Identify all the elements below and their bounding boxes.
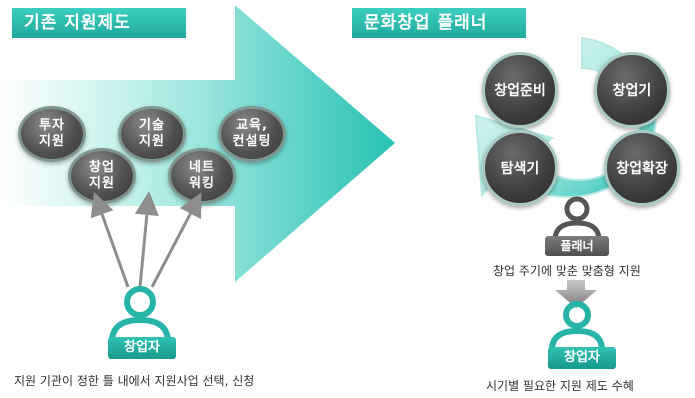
founder-person-icon	[109, 286, 171, 343]
planner-person-icon	[552, 196, 602, 241]
section-title-culture-planner: 문화창업 플래너	[352, 8, 526, 38]
left-selection-arrows	[90, 191, 202, 288]
founder-label-right: 창업자	[548, 347, 616, 369]
planner-label: 플래너	[545, 236, 609, 256]
big-arrow-shape	[0, 5, 395, 282]
founder-person-icon-right	[549, 301, 605, 351]
cycle-stage-expansion: 창업확장	[604, 130, 680, 206]
bubble-investment-support: 투자 지원	[18, 106, 86, 162]
down-arrow-icon	[555, 280, 597, 308]
cycle-stage-preparation: 창업준비	[482, 52, 558, 128]
bubble-education-consulting: 교육, 컨설팅	[218, 106, 286, 162]
cycle-stage-startup: 창업기	[594, 52, 670, 128]
caption-left: 지원 기관이 정한 틀 내에서 지원사업 선택, 신청	[14, 374, 255, 388]
section-title-existing-support: 기존 지원제도	[12, 8, 186, 38]
caption-right: 시기별 필요한 지원 제도 수혜	[486, 379, 634, 393]
bubble-networking: 네트 워킹	[168, 148, 236, 204]
cycle-stage-exploration: 탐색기	[482, 130, 558, 206]
bubble-technology-support: 기술 지원	[118, 106, 186, 162]
planner-caption: 창업 주기에 맞춘 맞춤형 지원	[493, 264, 641, 278]
founder-label-left: 창업자	[108, 337, 176, 359]
